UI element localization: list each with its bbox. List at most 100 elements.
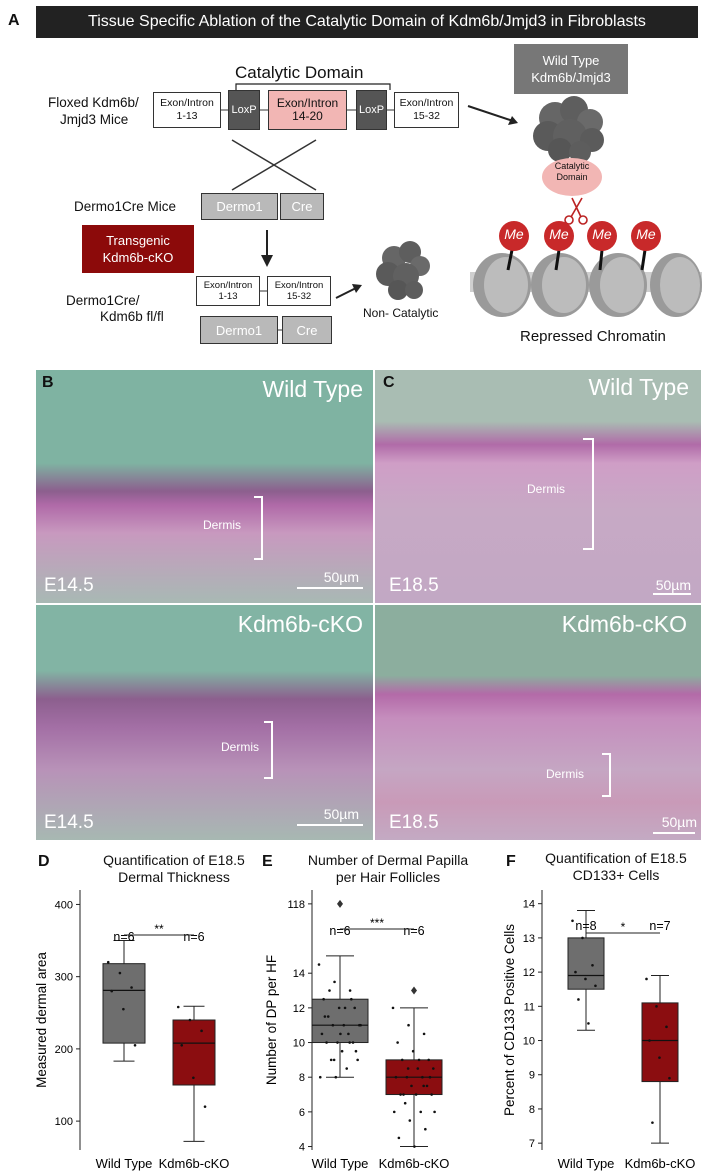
b-cko-stage-label: E14.5 [44, 812, 94, 833]
panel-letter-f: F [506, 853, 516, 870]
data-point [658, 1056, 661, 1059]
data-point [584, 977, 587, 981]
y-tick-label: 12 [293, 1003, 305, 1015]
n-label: n=6 [403, 924, 424, 938]
data-point [336, 1041, 339, 1044]
data-point [188, 1018, 192, 1022]
x-category-label: Wild Type [96, 1156, 153, 1171]
data-point [130, 986, 133, 989]
catalytic-domain-label: Catalytic Domain [235, 63, 364, 82]
exon-1-13-box: Exon/Intron 1-13 [153, 92, 221, 128]
wt-protein-icon [533, 96, 604, 163]
b-cko-scale-label: 50µm [323, 806, 359, 822]
panel-letter-e: E [262, 853, 273, 870]
data-point [421, 1075, 424, 1079]
y-axis-label: Number of DP per HF [264, 955, 279, 1085]
data-point [577, 998, 580, 1001]
exon-14-20-box: Exon/Intron 14-20 [268, 90, 347, 130]
data-point [416, 1067, 420, 1070]
data-point [665, 1025, 668, 1029]
data-point [668, 1076, 671, 1080]
data-point [396, 1041, 399, 1044]
y-tick-label: 10 [523, 1036, 535, 1048]
n-label: n=6 [329, 924, 350, 938]
y-tick-label: 14 [523, 899, 535, 911]
panel-letter-c: C [383, 374, 395, 391]
outlier-point [337, 899, 343, 908]
data-point [334, 1075, 338, 1079]
c-cko-dermis-bracket [602, 753, 611, 797]
data-point [328, 989, 331, 992]
data-point [574, 970, 577, 974]
panel-letter-b: B [42, 374, 54, 391]
chromatin-icon [470, 221, 702, 317]
chart-f-title: Quantification of E18.5 CD133+ Cells [545, 850, 687, 883]
box-1 [172, 1019, 216, 1086]
c-wt-dermis-bracket [583, 438, 594, 550]
catalytic-domain-bubble-label: Catalytic Domain [554, 161, 590, 182]
y-tick-label: 6 [299, 1107, 305, 1119]
exon-15-32-box: Exon/Intron 15-32 [394, 92, 459, 128]
box-0 [102, 963, 146, 1044]
data-point [400, 1058, 404, 1062]
data-point [430, 1093, 433, 1096]
x-category-label: Kdm6b-cKO [159, 1156, 230, 1171]
cko-exon-15-32-box: Exon/Intron 15-32 [267, 276, 331, 306]
data-point [200, 1029, 203, 1033]
data-point [354, 1049, 358, 1053]
data-point [399, 1093, 402, 1096]
me-label-3: Me [592, 226, 612, 242]
data-point [655, 1005, 658, 1008]
cko-mice-label-line2: Kdm6b fl/fl [100, 309, 164, 324]
y-tick-label: 13 [523, 933, 535, 945]
data-point [571, 919, 574, 923]
data-point [318, 1075, 322, 1079]
data-point [110, 989, 114, 993]
data-point [594, 984, 597, 988]
data-point [317, 963, 321, 966]
b-wt-stage-label: E14.5 [44, 575, 94, 596]
data-point [333, 980, 336, 984]
wild-type-protein-box: Wild Type Kdm6b/Jmjd3 [514, 44, 628, 94]
cko-exon-1-13-box: Exon/Intron 1-13 [196, 276, 260, 306]
b-cko-dermis-bracket [264, 721, 273, 779]
chart-f: Percent of CD133 Positive Cells789101112… [502, 890, 695, 1171]
data-point [394, 1075, 398, 1079]
data-point [422, 1084, 425, 1088]
c-wt-scale-bar [653, 593, 691, 595]
y-tick-label: 300 [55, 972, 73, 984]
data-point [433, 1110, 436, 1114]
data-point [351, 1041, 355, 1044]
figure-title: Tissue Specific Ablation of the Catalyti… [36, 6, 698, 38]
significance-label: ** [154, 922, 164, 936]
c-wt-stage-label: E18.5 [389, 575, 439, 596]
me-label-2: Me [549, 226, 569, 242]
data-point [133, 1043, 137, 1047]
data-point [392, 1110, 396, 1114]
data-point [325, 1041, 328, 1044]
n-label: n=6 [113, 930, 134, 944]
n-label: n=7 [649, 919, 670, 933]
data-point [350, 997, 353, 1001]
data-point [323, 1015, 327, 1018]
data-point [356, 1058, 359, 1062]
data-point [651, 1121, 654, 1124]
b-wt-scale-bar [297, 587, 363, 589]
micrograph-b-wild-type: B Wild Type Dermis E14.5 50µm [36, 370, 373, 603]
me-label-4: Me [636, 226, 656, 242]
y-tick-label: 4 [299, 1142, 305, 1154]
data-point [343, 1006, 347, 1010]
micrograph-c-wild-type: C Wild Type Dermis E18.5 50µm [375, 370, 701, 603]
cko-mice-label-line1: Dermo1Cre/ [66, 293, 140, 308]
loxp-right-box: LoxP [356, 90, 387, 130]
data-point [410, 1084, 413, 1088]
b-cko-dermis-label: Dermis [221, 740, 259, 754]
catalytic-domain-bubble [542, 158, 602, 196]
data-point [176, 1005, 180, 1009]
y-tick-label: 8 [529, 1104, 535, 1116]
c-wild-type-label: Wild Type [588, 374, 689, 400]
data-point [340, 1049, 344, 1053]
data-point [320, 1032, 324, 1036]
